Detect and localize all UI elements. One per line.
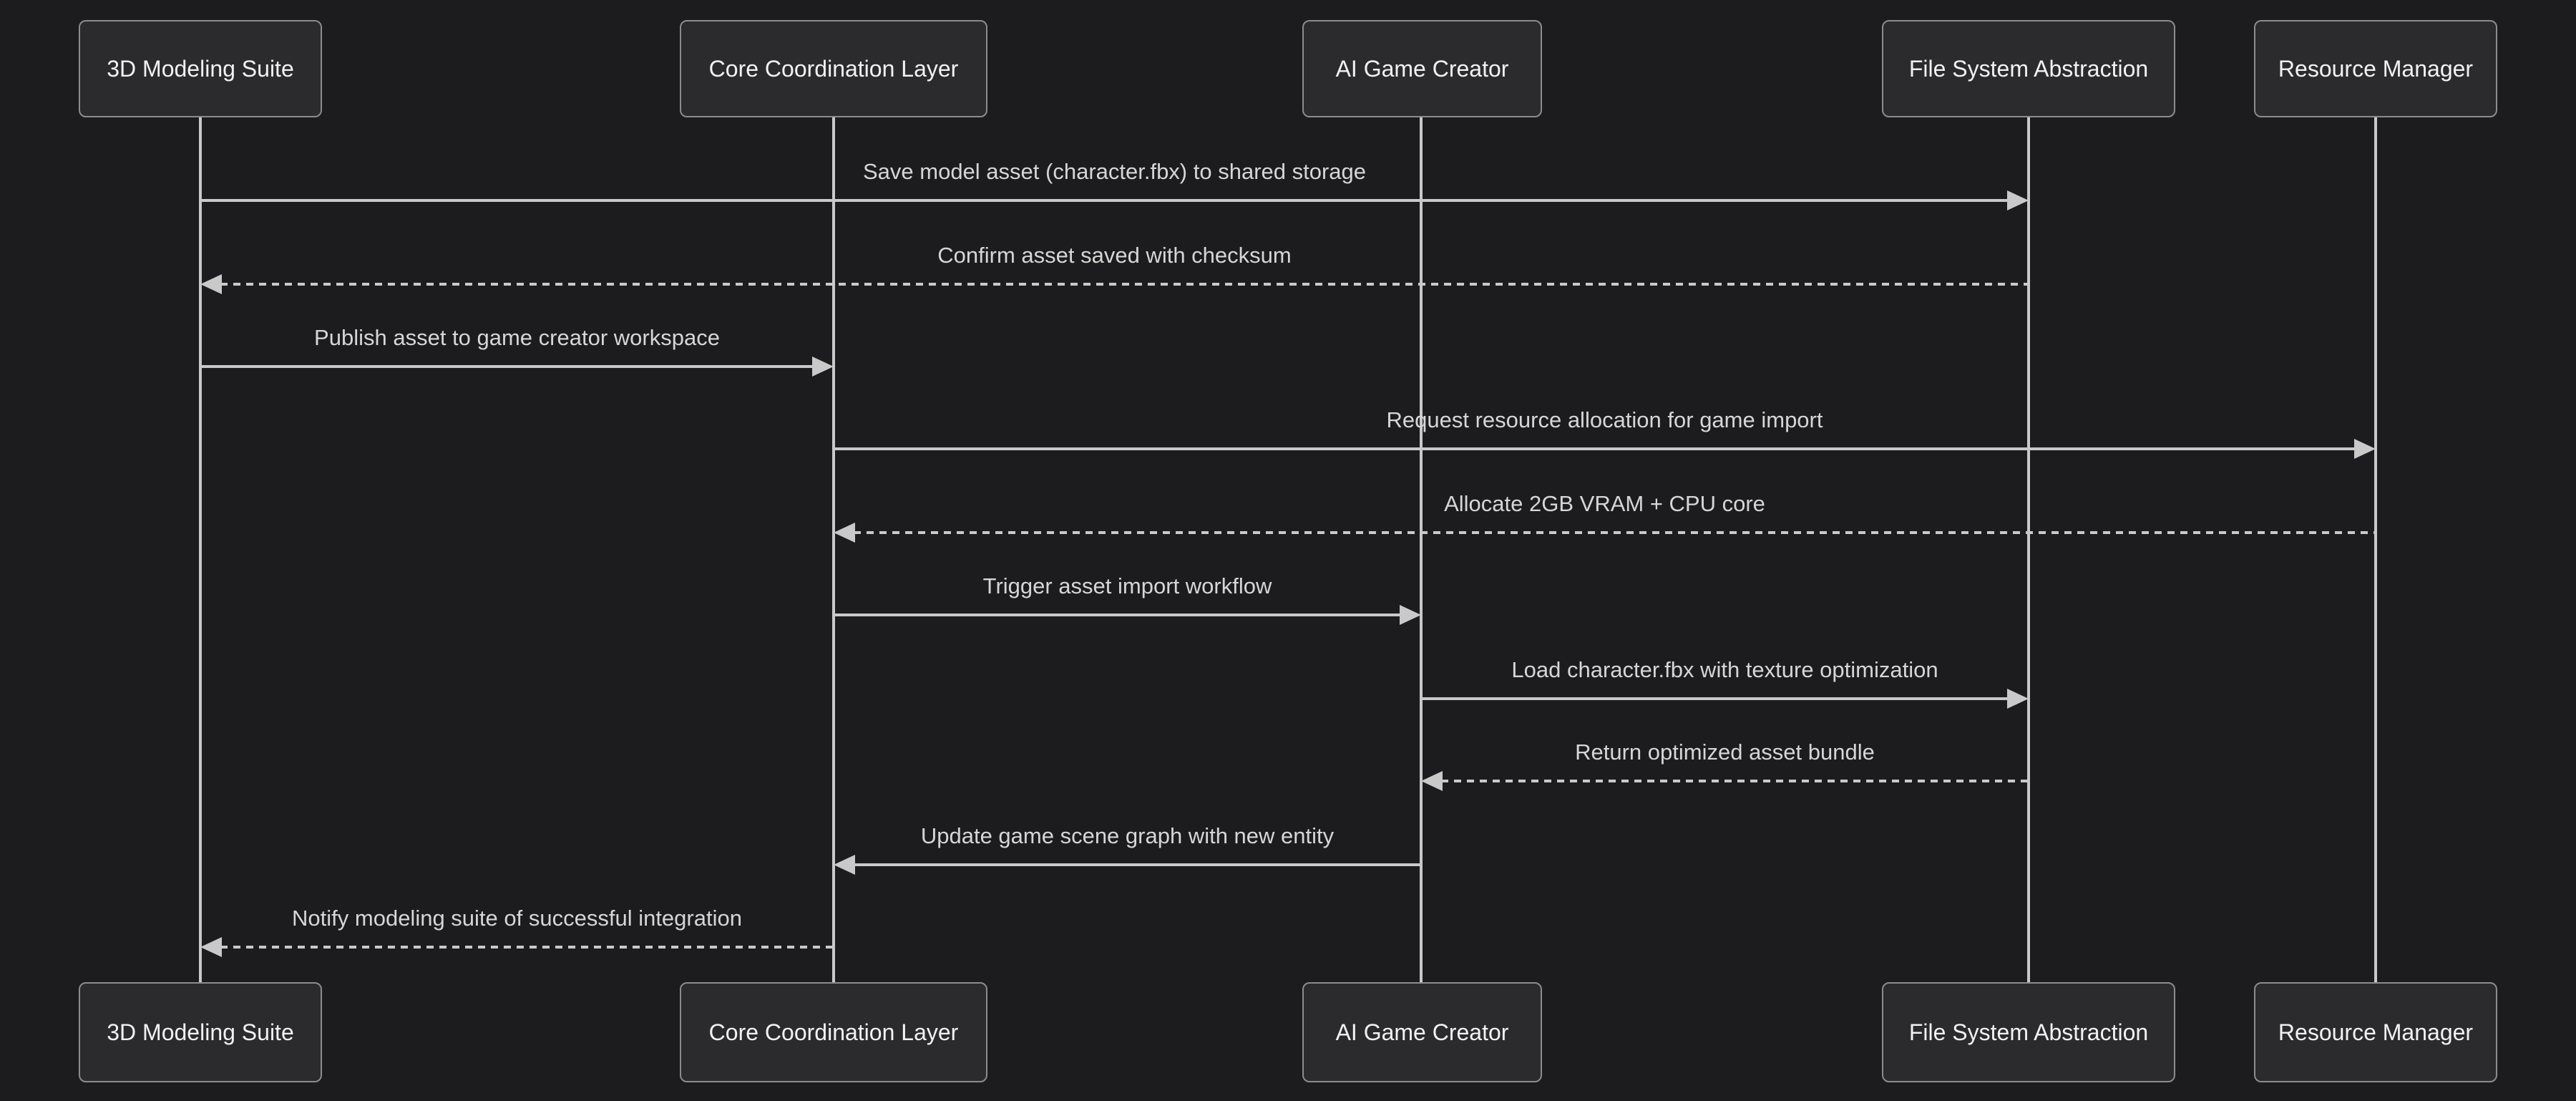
message-label-save-model-asset: Save model asset (character.fbx) to shar… [862,159,1367,184]
arrowhead-right-icon [2007,689,2029,709]
actor-file-system-abstraction-bottom: File System Abstraction [1882,982,2175,1082]
message-line-notify-integration [220,946,834,949]
actor-label: AI Game Creator [1335,55,1509,82]
actor-label: File System Abstraction [1908,55,2149,82]
arrowhead-left-icon [200,937,222,957]
message-label-trigger-import-workflow: Trigger asset import workflow [982,573,1272,598]
message-line-allocate-vram [854,531,2376,534]
message-label-allocate-vram: Allocate 2GB VRAM + CPU core [1444,491,1765,516]
arrowhead-right-icon [812,357,834,377]
arrowhead-right-icon [2354,439,2376,459]
lifeline-resource-manager [2374,117,2377,982]
lifeline-core-coordination-layer [832,117,835,982]
message-label-notify-integration: Notify modeling suite of successful inte… [292,906,742,931]
actor-core-coordination-layer-top: Core Coordination Layer [680,20,987,117]
actor-label: Resource Manager [2278,55,2474,82]
actor-label: Resource Manager [2278,1019,2474,1045]
arrowhead-right-icon [2007,190,2029,210]
message-line-update-scene-graph [854,863,1421,866]
message-label-update-scene-graph: Update game scene graph with new entity [920,823,1335,848]
message-line-return-asset-bundle [1441,780,2029,782]
message-label-return-asset-bundle: Return optimized asset bundle [1575,739,1875,765]
message-label-confirm-asset-saved: Confirm asset saved with checksum [937,243,1292,268]
message-line-trigger-import-workflow [834,613,1401,616]
actor-file-system-abstraction-top: File System Abstraction [1882,20,2175,117]
message-label-load-character-fbx: Load character.fbx with texture optimiza… [1511,657,1938,682]
actor-ai-game-creator-top: AI Game Creator [1302,20,1542,117]
message-line-confirm-asset-saved [220,283,2029,286]
arrowhead-right-icon [1400,605,1421,625]
arrowhead-left-icon [834,523,855,543]
actor-resource-manager-top: Resource Manager [2254,20,2497,117]
actor-label: AI Game Creator [1335,1019,1509,1045]
arrowhead-left-icon [1421,771,1443,791]
lifeline-file-system-abstraction [2027,117,2030,982]
lifeline-3d-modeling-suite [199,117,202,982]
actor-3d-modeling-suite-top: 3D Modeling Suite [79,20,322,117]
arrowhead-left-icon [834,855,855,875]
message-line-save-model-asset [200,199,2009,202]
actor-label: 3D Modeling Suite [107,1019,294,1045]
actor-resource-manager-bottom: Resource Manager [2254,982,2497,1082]
actor-label: File System Abstraction [1908,1019,2149,1045]
message-label-request-resource-allocation: Request resource allocation for game imp… [1386,407,1823,432]
actor-3d-modeling-suite-bottom: 3D Modeling Suite [79,982,322,1082]
message-line-request-resource-allocation [834,447,2356,450]
lifeline-ai-game-creator [1420,117,1423,982]
actor-label: Core Coordination Layer [708,1019,959,1045]
message-line-load-character-fbx [1421,697,2009,700]
actor-ai-game-creator-bottom: AI Game Creator [1302,982,1542,1082]
actor-label: Core Coordination Layer [708,55,959,82]
actor-label: 3D Modeling Suite [107,55,294,82]
actor-core-coordination-layer-bottom: Core Coordination Layer [680,982,987,1082]
message-line-publish-asset [200,365,814,368]
arrowhead-left-icon [200,274,222,294]
message-label-publish-asset: Publish asset to game creator workspace [314,325,720,350]
